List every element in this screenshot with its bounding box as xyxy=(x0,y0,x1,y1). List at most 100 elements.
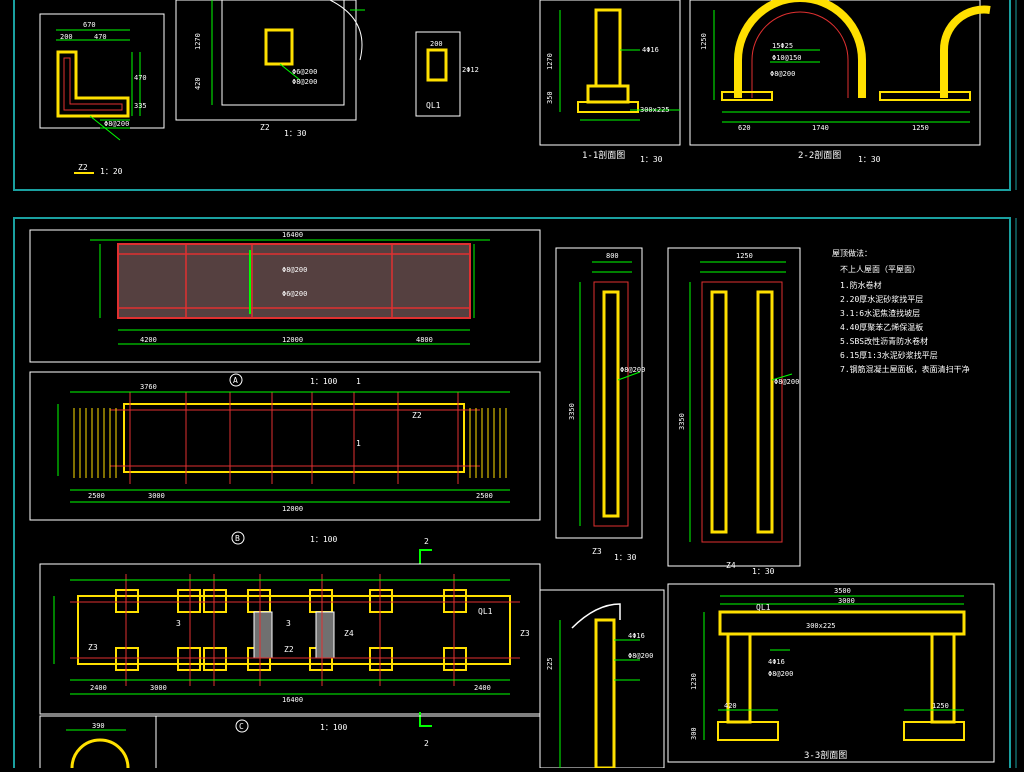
section-1-1: 1270 350 4Φ16 300x225 1-1剖面图 1：30 xyxy=(539,0,681,164)
mark-2-bot: 2 xyxy=(424,739,429,748)
ql1-title: QL1 xyxy=(426,101,441,110)
sec22-title: 2-2剖面图 xyxy=(798,149,841,161)
label-z3-c2: Z3 xyxy=(520,629,530,638)
sheet-frames xyxy=(13,0,1011,768)
mark-3-c: 3 xyxy=(176,619,181,628)
plan-c: 2400 3000 16400 2400 Z3 Z2 Z4 Z3 QL1 3 3… xyxy=(39,563,541,748)
plan-a-scale: 1：100 xyxy=(310,377,337,386)
rebar-33-1: 300x225 xyxy=(806,622,836,630)
notes-sub: 不上人屋面（平屋面） xyxy=(840,265,920,274)
rebar-cornice-2: Φ8@200 xyxy=(628,652,653,660)
label-z2-c: Z2 xyxy=(284,645,294,654)
sec22-scale: 1：30 xyxy=(858,155,881,164)
note-7: 7.钢筋混凝土屋面板，表面清扫干净 xyxy=(840,364,970,374)
dim-200: 200 xyxy=(60,33,73,41)
rebar-33-2: 4Φ16 xyxy=(768,658,785,666)
dim-470: 470 xyxy=(94,33,107,41)
dim-620: 620 xyxy=(738,124,751,132)
z2-detail: 670 200 470 470 335 Φ8@200 Z2 1：20 xyxy=(39,13,165,176)
sec11-title: 1-1剖面图 xyxy=(582,149,625,161)
rebar-cornice-1: 4Φ16 xyxy=(628,632,645,640)
dim-1-1-v2: 350 xyxy=(546,91,554,104)
dim-670: 670 xyxy=(83,21,96,29)
roof-plan: 16400 Φ8@200 Φ6@200 4200 12000 4800 xyxy=(29,229,541,363)
rebar-zb-2: Φ8@200 xyxy=(292,78,317,86)
rebar-z3: Φ8@200 xyxy=(620,366,645,374)
note-2: 2.20厚水泥砂浆找平层 xyxy=(840,294,923,304)
z4-detail: 1250 3350 Φ8@200 Z4 1：30 xyxy=(667,247,801,576)
plan-a: 3760 2500 3000 2500 12000 Z2 1 1 A 1：100 xyxy=(29,371,541,521)
note-4: 4.40厚聚苯乙烯保温板 xyxy=(840,322,923,332)
note-5: 5.SBS改性沥青防水卷材 xyxy=(840,336,928,346)
dim-390: 390 xyxy=(92,722,105,730)
label-z2-plan: Z2 xyxy=(412,411,422,420)
dim-12000-a: 12000 xyxy=(282,336,303,344)
dim-1200: 1250 xyxy=(932,702,949,710)
dim-3000-s: 3000 xyxy=(838,597,855,605)
label-ql1-33: QL1 xyxy=(756,603,771,612)
dim-16400-c: 16400 xyxy=(282,696,303,704)
mark-2-top: 2 xyxy=(424,537,429,546)
dim-1250b: 1250 xyxy=(912,124,929,132)
rebar-1-1: 4Φ16 xyxy=(642,46,659,54)
mark-1-top: 1 xyxy=(356,377,361,386)
dim-3500: 3500 xyxy=(834,587,851,595)
dim-335: 335 xyxy=(134,102,147,110)
dim-2400-a: 2400 xyxy=(90,684,107,692)
dim-1-1-v: 1270 xyxy=(546,53,554,70)
dim-z4-3350: 3350 xyxy=(678,413,686,430)
dim-4200: 4200 xyxy=(140,336,157,344)
dim-1230: 1230 xyxy=(690,673,698,690)
sec33-title: 3-3剖面图 xyxy=(804,749,847,761)
cornice-section: 225 4Φ16 Φ8@200 xyxy=(539,589,665,770)
rebar-arch-2: Φ10@150 xyxy=(772,54,802,62)
dim-225: 225 xyxy=(546,657,554,670)
elev-b-mark: B xyxy=(235,534,240,543)
dim-420: 420 xyxy=(194,77,202,90)
mark-1-bot: 1 xyxy=(356,439,361,448)
elev-c-mark: C xyxy=(239,722,244,731)
label-z3-c: Z3 xyxy=(88,643,98,652)
plan-c-scale: 1：100 xyxy=(320,723,347,732)
dim-3760: 3760 xyxy=(140,383,157,391)
rebar-label-z2: Φ8@200 xyxy=(104,120,129,128)
rebar-ql1: 2Φ12 xyxy=(462,66,479,74)
dim-1270: 1270 xyxy=(194,33,202,50)
dim-2500-a: 2500 xyxy=(88,492,105,500)
note-1: 1.防水卷材 xyxy=(840,280,882,290)
zb-title: Z2 xyxy=(260,123,270,132)
label-z4-c: Z4 xyxy=(344,629,354,638)
dim-2500-b: 2500 xyxy=(476,492,493,500)
section-3-3: 3500 3000 QL1 1230 300 300x225 4Φ16 Φ8@2… xyxy=(667,583,995,763)
roof-rebar-1: Φ8@200 xyxy=(282,266,307,274)
z4-title: Z4 xyxy=(726,561,736,570)
z4-scale: 1：30 xyxy=(752,567,775,576)
plan-b-label: B 1：100 2 xyxy=(231,531,432,564)
z3-detail: 800 3350 Φ8@200 Z3 1：30 xyxy=(555,247,645,562)
zb-scale: 1：30 xyxy=(284,129,307,138)
elev-a-mark: A xyxy=(233,376,238,385)
dim-4800: 4800 xyxy=(416,336,433,344)
dim-1740: 1740 xyxy=(812,124,829,132)
rebar-arch-1: 15Φ25 xyxy=(772,42,793,50)
z3-scale: 1：30 xyxy=(614,553,637,562)
dim-2400-b: 2400 xyxy=(474,684,491,692)
dim-420-s: 420 xyxy=(724,702,737,710)
roof-rebar-2: Φ6@200 xyxy=(282,290,307,298)
dim-z4-1250: 1250 xyxy=(736,252,753,260)
note-6: 6.15厚1:3水泥砂浆找平层 xyxy=(840,350,938,360)
rebar-1-1b: 300x225 xyxy=(640,106,670,114)
mark-3-c2: 3 xyxy=(286,619,291,628)
label-ql1-c: QL1 xyxy=(478,607,493,616)
dim-arch-v: 1250 xyxy=(700,33,708,50)
z2-scale: 1：20 xyxy=(100,167,123,176)
dim-12000-b: 12000 xyxy=(282,505,303,513)
section-2-2: 1250 15Φ25 Φ10@150 Φ8@200 620 1740 1250 … xyxy=(689,0,991,164)
z2-title: Z2 xyxy=(78,163,88,172)
plan-b-scale: 1：100 xyxy=(310,535,337,544)
zb-plan: 1270 420 Φ6@200 Φ8@200 Z2 1：30 xyxy=(175,0,365,138)
note-3: 3.1:6水泥焦渣找坡层 xyxy=(840,308,920,318)
rebar-arch-3: Φ8@200 xyxy=(770,70,795,78)
roof-notes: 屋顶做法： 不上人屋面（平屋面） 1.防水卷材 2.20厚水泥砂浆找平层 3.1… xyxy=(832,248,970,374)
